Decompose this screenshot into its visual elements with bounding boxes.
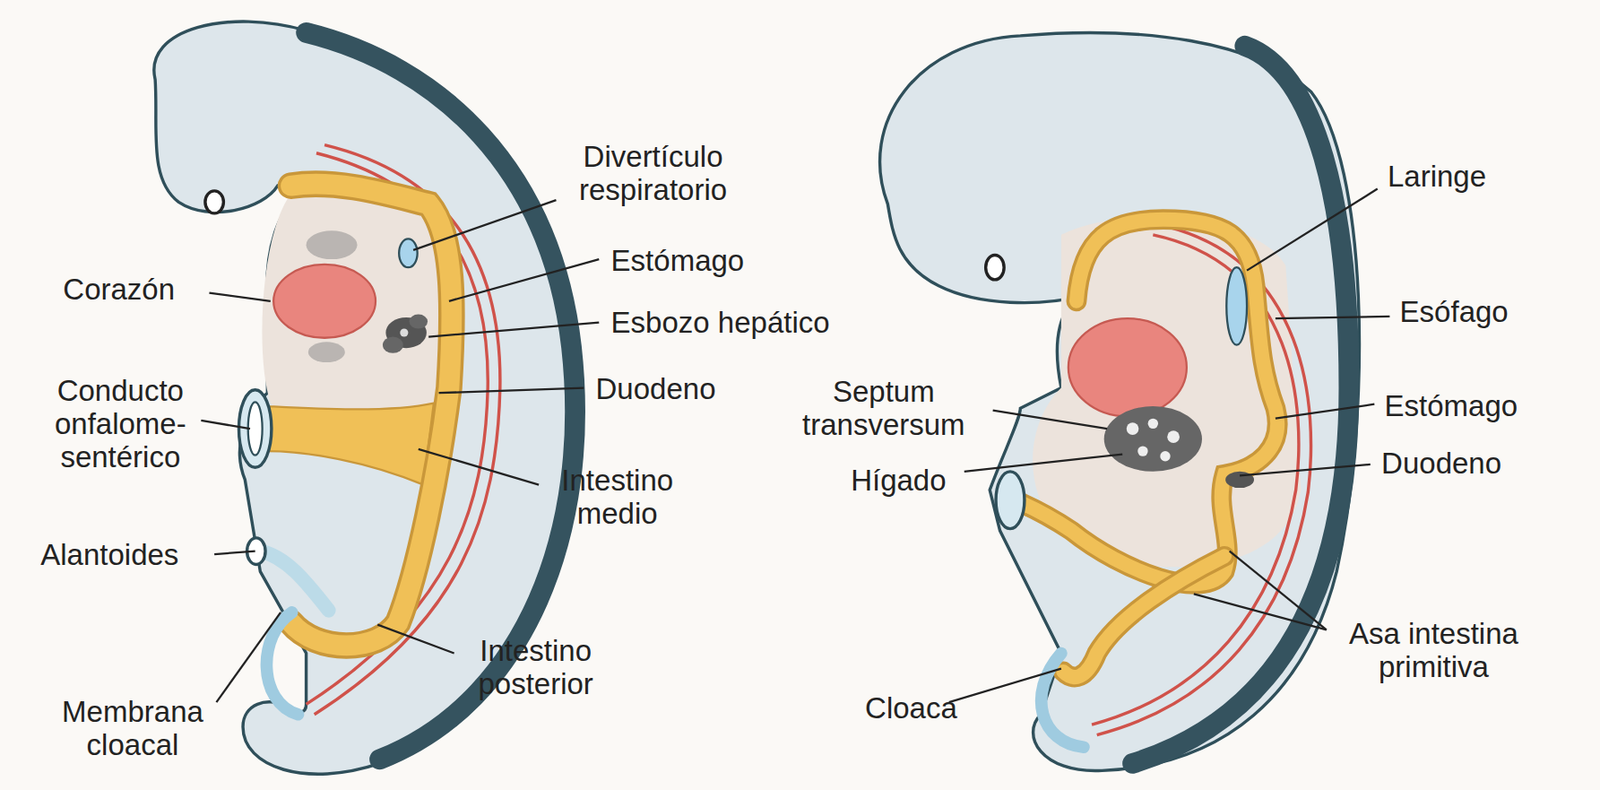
part-label: Estómago: [1383, 389, 1521, 424]
eye: [205, 190, 224, 214]
embryo-body: [880, 33, 1360, 771]
yolk-stalk: [267, 403, 434, 485]
part-label: Membrana cloacal: [60, 695, 206, 762]
part-label: Corazón: [60, 273, 177, 307]
part-label: Esbozo hepático: [609, 306, 832, 340]
hindgut: [1063, 555, 1225, 677]
allantois: [259, 551, 329, 611]
part-label: Intestino medio: [559, 464, 675, 531]
part-label: Laringe: [1385, 160, 1488, 194]
larynx: [1226, 267, 1247, 346]
part-label: Septum transversum: [800, 375, 968, 442]
yolk-stalk-ring: [238, 389, 271, 468]
eye: [985, 255, 1004, 280]
liver-bud: [382, 314, 428, 354]
leader-lines: [200, 189, 1390, 703]
part-label: Hígado: [848, 464, 948, 498]
aorta: [1091, 234, 1299, 725]
gut-tube: [1015, 219, 1278, 585]
aorta: [1097, 224, 1312, 735]
part-label: Duodeno: [594, 372, 718, 407]
heart: [273, 264, 376, 338]
heart: [1068, 318, 1187, 416]
part-label: Divertículo respiratorio: [577, 140, 729, 208]
gut-tube: [291, 183, 452, 646]
gut-outline: [291, 183, 452, 646]
part-label: Estómago: [609, 244, 747, 278]
yolk-stalk-ring: [995, 471, 1025, 529]
cloacal-membrane: [266, 612, 298, 715]
right-embryo: [880, 33, 1360, 771]
part-label: Intestino posterior: [475, 634, 595, 701]
cloacal-membrane: [1041, 652, 1084, 747]
part-label: Esófago: [1398, 295, 1511, 329]
part-label: Alantoides: [38, 538, 181, 572]
part-label: Conducto onfalome- sentérico: [52, 374, 189, 475]
gut-outline: [1015, 219, 1278, 585]
yolk-stalk-lumen: [248, 401, 263, 455]
respiratory-diverticulum: [398, 238, 417, 268]
part-label: Cloaca: [863, 691, 960, 726]
part-label: Duodeno: [1379, 447, 1504, 481]
liver: [1104, 406, 1255, 488]
heart-shadow: [308, 341, 346, 363]
part-label: Asa intestina primitiva: [1319, 617, 1548, 684]
hindgut-outline: [1063, 555, 1225, 677]
heart-shadow: [306, 230, 358, 260]
